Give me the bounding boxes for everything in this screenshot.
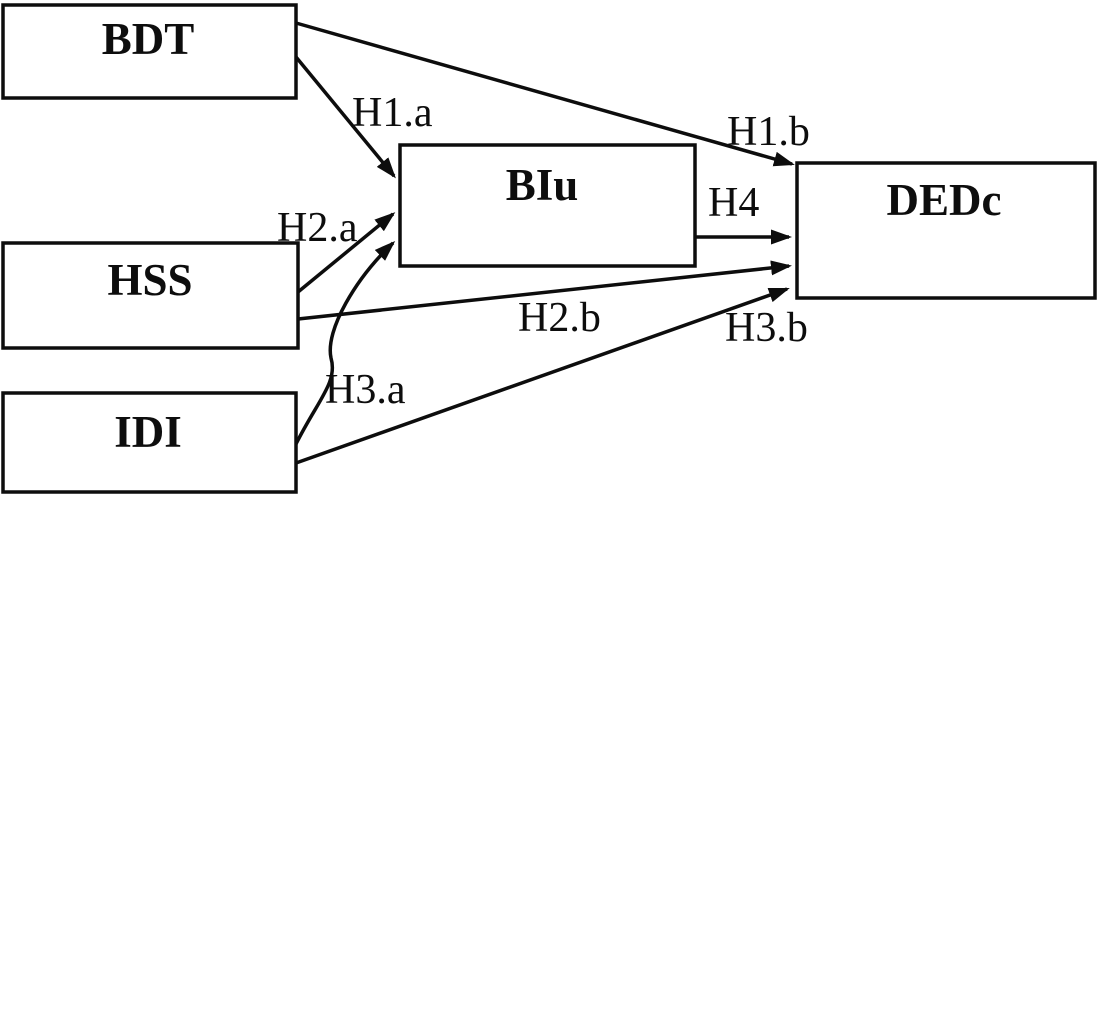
node-biu-box <box>398 143 697 268</box>
nodes: BDT HSS IDI BIu DEDc <box>1 3 1097 494</box>
node-idi-label: IDI <box>114 407 182 457</box>
node-hss-box <box>1 241 300 350</box>
node-idi-box <box>1 391 298 494</box>
edge-label-h2a: H2.a <box>277 205 358 251</box>
edge-bdt-dedc-h1b-arrow <box>295 21 795 167</box>
edge-lines <box>294 21 795 465</box>
node-bdt-label: BDT <box>102 14 195 64</box>
edge-hss-dedc-h2b-arrow <box>297 260 792 321</box>
node-biu-label: BIu <box>506 160 579 210</box>
node-dedc-label: DEDc <box>887 175 1002 225</box>
edge-label-h2b: H2.b <box>518 295 601 341</box>
edge-hss-biu-h2a-arrow <box>296 212 396 294</box>
edge-bdt-biu-h1a-arrow <box>294 55 396 179</box>
node-dedc-box <box>795 161 1097 300</box>
node-hss-label: HSS <box>107 255 192 305</box>
edge-idi-biu-h3a-arrow <box>294 240 396 445</box>
edge-label-h1a: H1.a <box>352 90 433 136</box>
edge-label-h4: H4 <box>708 180 759 226</box>
edge-label-h3a: H3.a <box>325 367 406 413</box>
edge-labels: H1.a H1.b H2.a H2.b H3.a H3.b H4 <box>277 90 810 413</box>
edge-label-h3b: H3.b <box>725 305 808 351</box>
edge-label-h1b: H1.b <box>727 109 810 155</box>
edge-idi-dedc-h3b-arrow <box>295 287 790 465</box>
node-bdt-box <box>1 3 298 100</box>
